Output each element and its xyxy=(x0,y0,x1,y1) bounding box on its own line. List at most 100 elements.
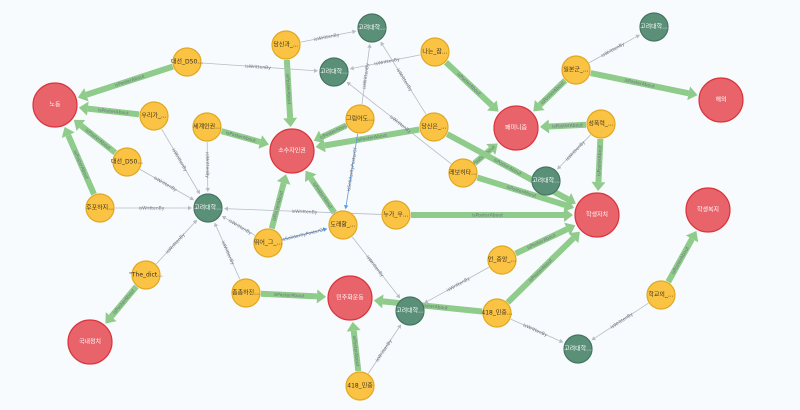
node-author[interactable]: 고려대학... xyxy=(563,334,593,364)
edge-written[interactable]: isWrittenBy xyxy=(214,222,241,280)
node-author[interactable]: 고려대학... xyxy=(357,13,387,43)
node-circle[interactable] xyxy=(357,13,387,43)
node-circle[interactable] xyxy=(319,57,349,87)
edge-written[interactable]: isWrittenBy xyxy=(349,54,421,71)
edge-poster[interactable]: isPosterAbout xyxy=(315,126,420,153)
edge-poster[interactable]: isPosterAbout xyxy=(105,284,139,324)
edge-written[interactable]: isWrittenBy xyxy=(204,141,210,193)
node-circle[interactable] xyxy=(698,77,744,123)
node-topic[interactable]: 학생복지 xyxy=(685,187,731,233)
node-circle[interactable] xyxy=(327,275,373,321)
node-circle[interactable] xyxy=(531,166,561,196)
node-circle[interactable] xyxy=(253,228,283,258)
node-poster[interactable]: 도래할_... xyxy=(328,210,358,240)
node-circle[interactable] xyxy=(487,245,517,275)
node-topic[interactable]: 국내정치 xyxy=(67,319,113,365)
node-circle[interactable] xyxy=(231,278,261,308)
node-circle[interactable] xyxy=(395,296,425,326)
node-author[interactable]: 고려대학... xyxy=(193,193,223,223)
node-circle[interactable] xyxy=(419,112,449,142)
node-circle[interactable] xyxy=(193,193,223,223)
node-circle[interactable] xyxy=(493,105,539,151)
edge-written[interactable]: isWrittenBy xyxy=(115,206,192,212)
edge-poster[interactable]: isPosterAbout xyxy=(665,231,699,284)
edge-poster[interactable]: isPosterAbout xyxy=(77,63,174,102)
node-circle[interactable] xyxy=(139,101,169,131)
node-poster[interactable]: 나는_잠... xyxy=(420,37,450,67)
node-poster[interactable]: 우리가_... xyxy=(139,101,169,131)
node-author[interactable]: 고려대학... xyxy=(639,12,669,42)
node-poster[interactable]: "The_dict... xyxy=(129,260,163,290)
node-poster[interactable]: 418_민중... xyxy=(481,298,513,328)
edge-written[interactable]: isWrittenBy xyxy=(221,216,256,236)
edge-poster[interactable]: isPosterAbout xyxy=(260,289,327,304)
edge-solidarity[interactable]: isSolidarityPosterOf xyxy=(281,227,328,243)
node-circle[interactable] xyxy=(448,158,478,188)
edge-poster[interactable]: isPosterAbout xyxy=(590,70,698,101)
edge-poster[interactable]: isPosterAbout xyxy=(220,128,269,149)
node-poster[interactable]: 뛰어_그_... xyxy=(253,228,283,258)
node-circle[interactable] xyxy=(112,147,142,177)
edge-poster[interactable]: isPosterAbout xyxy=(443,60,499,112)
node-poster[interactable]: 성폭력_... xyxy=(586,109,616,139)
node-circle[interactable] xyxy=(381,200,411,230)
node-poster[interactable]: 일본군_... xyxy=(561,55,591,85)
node-topic[interactable]: 학생자치 xyxy=(574,192,620,238)
node-circle[interactable] xyxy=(85,193,115,223)
edge-written[interactable]: isWrittenBy xyxy=(201,62,319,73)
edge-poster[interactable]: isPosterAbout xyxy=(533,78,568,112)
edge-poster[interactable]: isPosterAbout xyxy=(61,126,97,196)
node-author[interactable]: 고려대학... xyxy=(531,166,561,196)
edge-written[interactable]: isWrittenBy xyxy=(423,266,490,304)
edge-written[interactable]: isWrittenBy xyxy=(300,29,357,43)
node-topic[interactable]: 해외 xyxy=(698,77,744,123)
node-poster[interactable]: 당신은_... xyxy=(419,112,449,142)
node-poster[interactable]: 그림어도... xyxy=(345,104,375,134)
edge-poster[interactable]: isPosterAbout xyxy=(73,119,118,156)
node-circle[interactable] xyxy=(345,104,375,134)
node-circle[interactable] xyxy=(574,192,620,238)
node-circle[interactable] xyxy=(131,260,161,290)
node-poster[interactable]: 대선_D50... xyxy=(111,147,143,177)
edge-poster[interactable]: isPosterAbout xyxy=(539,119,587,134)
edge-written[interactable]: isWrittenBy xyxy=(588,34,640,64)
node-circle[interactable] xyxy=(685,187,731,233)
edge-written[interactable]: isWrittenBy xyxy=(380,41,427,115)
node-author[interactable]: 고려대학... xyxy=(395,296,425,326)
edge-poster[interactable]: isPosterAbout xyxy=(591,138,606,192)
node-circle[interactable] xyxy=(586,109,616,139)
node-poster[interactable]: 누가_우... xyxy=(381,200,411,230)
edge-written[interactable]: isWrittenBy xyxy=(139,169,195,201)
node-topic[interactable]: 민주화운동 xyxy=(327,275,373,321)
node-circle[interactable] xyxy=(67,319,113,365)
node-poster[interactable]: 학교의_... xyxy=(646,280,676,310)
edge-poster[interactable]: isPosterAbout xyxy=(283,59,298,128)
edge-poster[interactable]: isPosterAbout xyxy=(78,101,140,118)
node-circle[interactable] xyxy=(328,210,358,240)
node-circle[interactable] xyxy=(32,82,78,128)
node-topic[interactable]: 노동 xyxy=(32,82,78,128)
node-poster[interactable]: 레보히타... xyxy=(448,158,478,188)
edge-poster[interactable]: isPosterAbout xyxy=(268,174,291,230)
edge-poster[interactable]: isPosterAbout xyxy=(411,208,573,222)
node-poster[interactable]: 촘촘하진... xyxy=(231,278,261,308)
edge-poster[interactable]: isPosterAbout xyxy=(346,321,362,372)
node-poster[interactable]: 418_민중 xyxy=(345,371,375,401)
node-topic[interactable]: 페미니즘 xyxy=(493,105,539,151)
edge-written[interactable]: isWrittenBy xyxy=(223,206,382,216)
edge-written[interactable]: isWrittenBy xyxy=(510,318,564,343)
edge-written[interactable]: isWrittenBy xyxy=(367,324,402,374)
node-poster[interactable]: 대선_D50... xyxy=(171,47,203,77)
node-circle[interactable] xyxy=(192,112,222,142)
edge-poster[interactable]: isPosterAbout xyxy=(304,170,337,215)
edge-written[interactable]: isWrittenBy xyxy=(155,219,198,265)
edge-written[interactable]: isWrittenBy xyxy=(557,134,591,170)
edge-solidarity[interactable]: isSolidarityPosterOf xyxy=(343,133,359,210)
node-poster[interactable]: 후포하지... xyxy=(85,193,115,223)
node-circle[interactable] xyxy=(563,334,593,364)
node-circle[interactable] xyxy=(646,280,676,310)
node-poster[interactable]: 언_중앙_... xyxy=(487,245,517,275)
node-topic[interactable]: 소수자인권 xyxy=(269,128,315,174)
